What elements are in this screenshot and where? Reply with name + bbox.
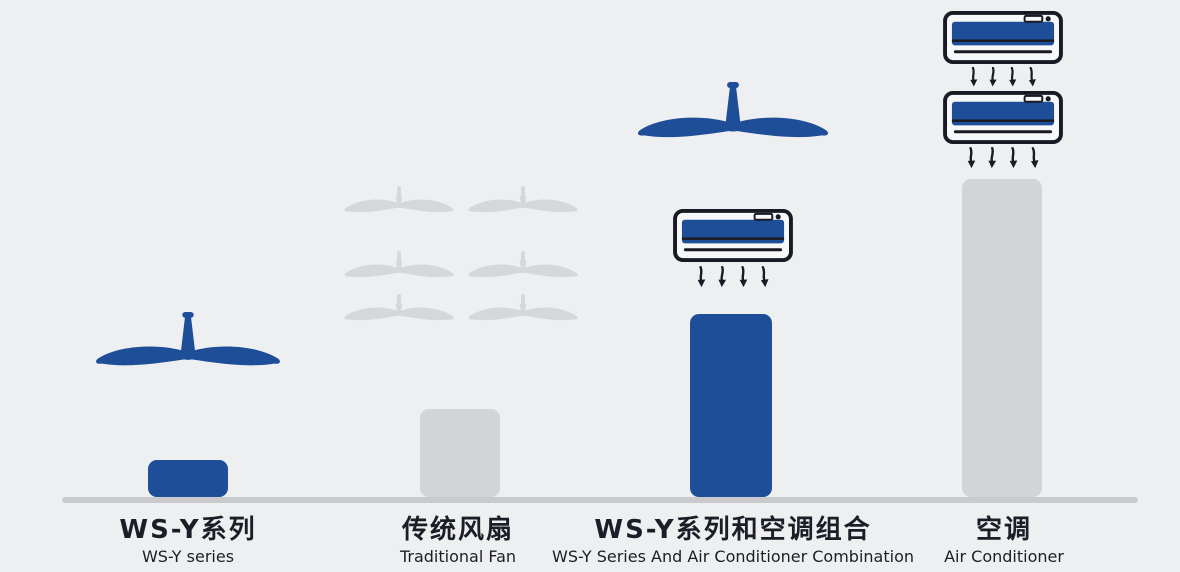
label-en-ws-y-series: WS-Y series bbox=[141, 547, 235, 566]
bar-ws-y-series bbox=[148, 460, 228, 497]
small-fan-icon bbox=[464, 186, 582, 231]
label-en-traditional-fan: Traditional Fan bbox=[399, 547, 517, 566]
small-fan-icon bbox=[464, 294, 582, 339]
airflow-arrows-icon bbox=[691, 266, 775, 291]
air-conditioner-icon bbox=[942, 90, 1064, 145]
label-zh-air-conditioner: 空调 bbox=[975, 515, 1033, 545]
label-en-air-conditioner: Air Conditioner bbox=[944, 547, 1064, 566]
airflow-arrows-icon bbox=[961, 147, 1045, 172]
label-en-combination: WS-Y Series And Air Conditioner Combinat… bbox=[552, 547, 914, 566]
ceiling-fan-icon bbox=[92, 312, 284, 400]
bar-traditional-fan bbox=[420, 409, 500, 497]
label-zh-combination: WS-Y系列和空调组合 bbox=[594, 515, 872, 545]
bar-air-conditioner bbox=[962, 179, 1042, 497]
axis-baseline bbox=[62, 497, 1138, 503]
small-fan-icon bbox=[340, 294, 458, 339]
small-fan-icon bbox=[340, 186, 458, 231]
air-conditioner-icon bbox=[672, 208, 794, 263]
small-fan-icon bbox=[464, 251, 582, 296]
air-conditioner-icon bbox=[942, 10, 1064, 65]
small-fan-icon bbox=[340, 251, 458, 296]
label-zh-traditional-fan: 传统风扇 bbox=[401, 515, 515, 545]
ceiling-fan-icon bbox=[634, 82, 832, 173]
label-zh-ws-y-series: WS-Y系列 bbox=[119, 515, 257, 545]
bar-ws-y-and-ac-combination bbox=[690, 314, 772, 497]
airflow-arrows-icon bbox=[961, 67, 1045, 90]
